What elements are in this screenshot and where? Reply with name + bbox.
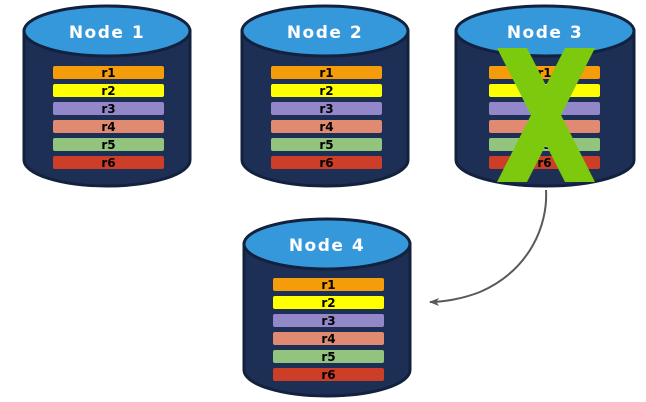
- node4-record-r1-label: r1: [321, 278, 335, 292]
- node2-record-r4-label: r4: [319, 120, 333, 134]
- node4-record-r5-label: r5: [321, 350, 335, 364]
- node4-record-r4-label: r4: [321, 332, 335, 346]
- node1-record-r6-label: r6: [101, 156, 115, 170]
- node-node2[interactable]: Node 2 r1 r2 r3 r4 r5 r6: [240, 4, 410, 188]
- node1-records: r1 r2 r3 r4 r5 r6: [51, 64, 166, 171]
- node1-record-r2: [51, 82, 166, 99]
- node2-record-r3-label: r3: [319, 102, 333, 116]
- node3-title: Node 3: [507, 23, 583, 43]
- node4-cylinder-top: [242, 217, 412, 271]
- node2-record-r5: [269, 136, 384, 153]
- node1-record-r2-label: r2: [101, 84, 115, 98]
- node2-record-r5-label: r5: [319, 138, 333, 152]
- node2-cylinder-top: [240, 4, 410, 58]
- node4-record-r2: [271, 294, 386, 311]
- node1-title: Node 1: [69, 23, 145, 43]
- node1-record-r1: [51, 64, 166, 81]
- node4-record-r6-label: r6: [321, 368, 335, 382]
- node1-record-r6: [51, 154, 166, 171]
- node2-records: r1 r2 r3 r4 r5 r6: [269, 64, 384, 171]
- node-node1[interactable]: Node 1 r1 r2 r3 r4 r5 r6: [22, 4, 192, 188]
- node3-record-r6-label: r6: [537, 156, 551, 170]
- node1-record-r3: [51, 100, 166, 117]
- node2-record-r1: [269, 64, 384, 81]
- node3-cylinder-top: [454, 4, 636, 58]
- node2-record-r3: [269, 100, 384, 117]
- node-node3[interactable]: Node 3 r1 r2 r3 r4 r5 r6: [454, 4, 636, 188]
- node1-record-r5-label: r5: [101, 138, 115, 152]
- node2-record-r2-label: r2: [319, 84, 333, 98]
- node1-record-r5: [51, 136, 166, 153]
- node3-failure-cross-icon: [497, 48, 595, 182]
- node2-record-r6-label: r6: [319, 156, 333, 170]
- node2-record-r4: [269, 118, 384, 135]
- node2-record-r1-label: r1: [319, 66, 333, 80]
- node4-record-r3: [271, 312, 386, 329]
- node1-record-r4-label: r4: [101, 120, 115, 134]
- node1-record-r3-label: r3: [101, 102, 115, 116]
- node1-record-r4: [51, 118, 166, 135]
- node4-record-r2-label: r2: [321, 296, 335, 310]
- node2-record-r2: [269, 82, 384, 99]
- node2-title: Node 2: [287, 23, 363, 43]
- failover-arrow: [429, 189, 548, 306]
- node2-record-r6: [269, 154, 384, 171]
- node4-title: Node 4: [289, 236, 365, 256]
- node-node4[interactable]: Node 4 r1 r2 r3 r4 r5 r6: [242, 217, 412, 398]
- node4-record-r1: [271, 276, 386, 293]
- node4-record-r5: [271, 348, 386, 365]
- node4-record-r4: [271, 330, 386, 347]
- node1-cylinder-top: [22, 4, 192, 58]
- node4-records: r1 r2 r3 r4 r5 r6: [271, 276, 386, 383]
- node1-record-r1-label: r1: [101, 66, 115, 80]
- node4-record-r3-label: r3: [321, 314, 335, 328]
- node4-record-r6: [271, 366, 386, 383]
